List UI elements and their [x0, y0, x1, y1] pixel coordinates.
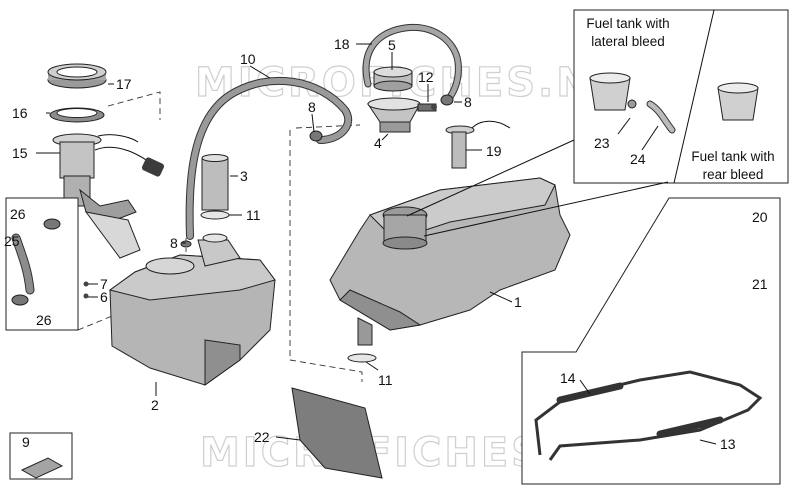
callout-2: 2: [151, 397, 159, 413]
part-1-fuel-tank: [329, 177, 571, 346]
callout-10: 10: [240, 51, 256, 67]
callout-5: 5: [388, 37, 396, 53]
callout-11-a: 11: [246, 207, 261, 223]
callout-1: 1: [514, 294, 522, 310]
part-11-clamps: [200, 210, 377, 363]
leader-lines: [36, 43, 717, 445]
callout-8-b: 8: [464, 94, 472, 110]
part-12-valve: [417, 103, 437, 112]
callout-15: 15: [12, 145, 28, 161]
callout-7: 7: [100, 276, 108, 292]
part-4-filler-neck: [367, 97, 421, 133]
callout-23: 23: [594, 135, 610, 151]
callout-3: 3: [240, 168, 248, 184]
callout-6: 6: [100, 289, 108, 305]
callout-17: 17: [116, 76, 132, 92]
part-10-vent-hose: [185, 76, 353, 240]
part-3-hose-sleeve: [201, 154, 229, 211]
callout-4: 4: [374, 135, 382, 151]
callout-13: 13: [720, 436, 736, 452]
callout-26-a: 26: [10, 206, 26, 222]
callout-11-b: 11: [378, 372, 393, 388]
inset-bleed-variants: [573, 9, 789, 184]
inset-label-rear-line1: Fuel tank with: [691, 149, 774, 164]
callout-12: 12: [418, 69, 434, 85]
part-16-gasket: [49, 107, 105, 123]
callout-18: 18: [334, 36, 350, 52]
box-hose-assembly: [5, 197, 79, 331]
part-22-flap: [291, 387, 383, 479]
part-19-sender: [445, 120, 511, 169]
box-part-13-14-hoses: [521, 197, 781, 485]
box-part-9: [9, 432, 73, 480]
part-6-7-screws: [83, 281, 89, 299]
part-15-fuel-pump: [52, 133, 165, 259]
part-17-ring-nut: [47, 63, 107, 89]
callout-14: 14: [560, 370, 576, 386]
inset-label-lateral-line2: lateral bleed: [591, 34, 665, 49]
callout-16: 16: [12, 105, 28, 121]
callout-21: 21: [752, 276, 768, 292]
part-18-cap-hose: [362, 23, 462, 104]
callout-22: 22: [254, 429, 270, 445]
inset-label-rear-line2: rear bleed: [703, 167, 764, 182]
inset-label-lateral-line1: Fuel tank with: [586, 16, 669, 31]
callout-19: 19: [486, 143, 502, 159]
part-5-fuel-cap: [373, 66, 413, 92]
part-2-fuel-tank: [108, 233, 276, 386]
callout-9: 9: [22, 434, 30, 450]
callout-20: 20: [752, 209, 768, 225]
callout-25: 25: [4, 233, 20, 249]
callout-8-a: 8: [308, 99, 316, 115]
callout-26-b: 26: [36, 312, 52, 328]
callout-24: 24: [630, 151, 646, 167]
callouts: 17 16 15 3 10 8 18 5 12 8 4 19 11 8 7 6 …: [4, 16, 775, 452]
callout-8-c: 8: [170, 235, 178, 251]
